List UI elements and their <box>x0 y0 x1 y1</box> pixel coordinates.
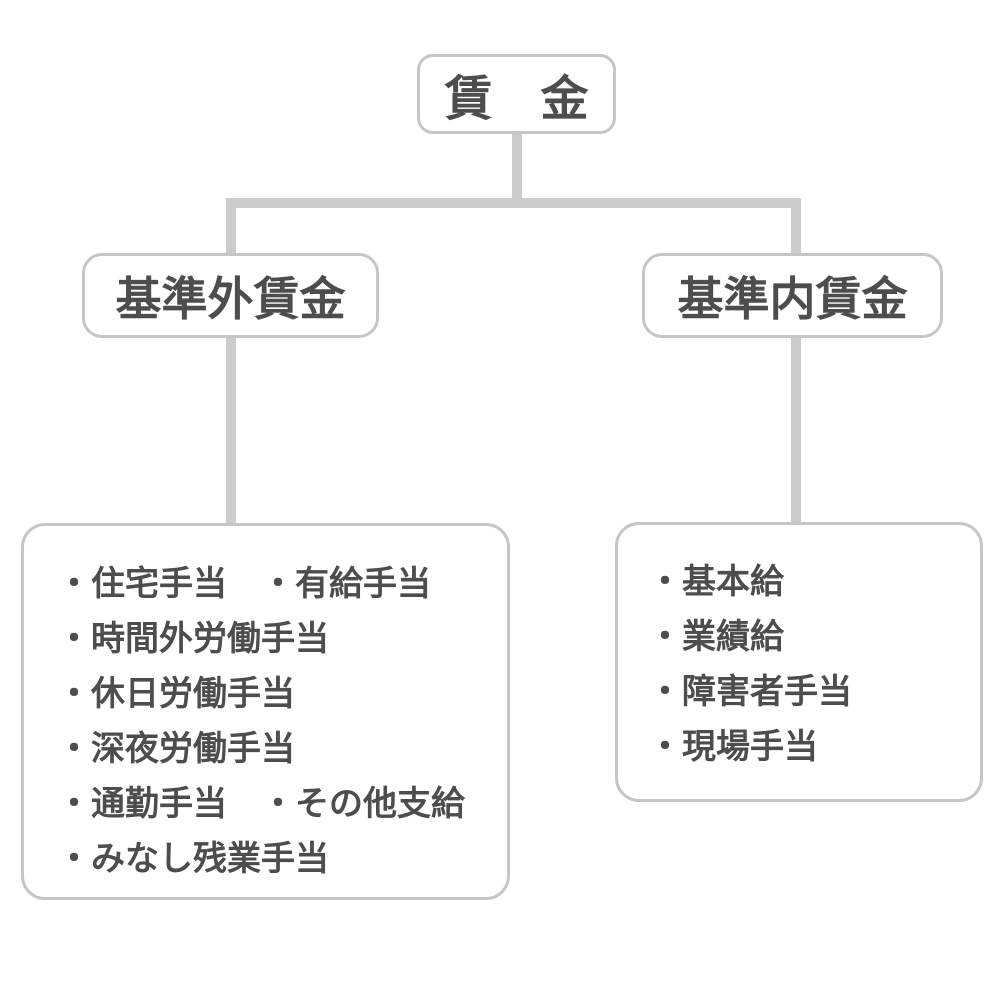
list-item: ・時間外労働手当 <box>57 620 329 658</box>
list-item: ・基本給 <box>648 563 784 601</box>
connector-horizontal-bar <box>226 198 801 208</box>
list-item: ・通勤手当 ・その他支給 <box>57 785 465 823</box>
node-leaf-standard-wage-items: ・基本給・業績給・障害者手当・現場手当 <box>615 522 983 802</box>
connector-left-branch-lower <box>226 334 236 526</box>
nonstandard-wage-item-list: ・住宅手当 ・有給手当・時間外労働手当・休日労働手当・深夜労働手当・通勤手当 ・… <box>24 526 507 887</box>
connector-left-branch-upper <box>226 203 236 257</box>
list-item: ・深夜労働手当 <box>57 730 295 768</box>
list-item: ・みなし残業手当 <box>57 840 329 878</box>
connector-right-branch-lower <box>791 334 801 525</box>
list-item: ・現場手当 <box>648 728 818 766</box>
node-branch-nonstandard-wage-label: 基準外賃金 <box>115 272 346 325</box>
node-branch-standard-wage-label: 基準内賃金 <box>677 272 908 325</box>
list-item: ・障害者手当 <box>648 673 852 711</box>
standard-wage-item-list: ・基本給・業績給・障害者手当・現場手当 <box>618 525 980 775</box>
node-root-wage-label: 賃 金 <box>444 73 589 126</box>
connector-root-stem <box>512 132 522 203</box>
list-item: ・業績給 <box>648 618 784 656</box>
connector-right-branch-upper <box>791 203 801 257</box>
node-branch-standard-wage: 基準内賃金 <box>642 253 943 338</box>
node-root-wage: 賃 金 <box>417 54 616 134</box>
node-branch-nonstandard-wage: 基準外賃金 <box>82 253 379 338</box>
list-item: ・住宅手当 ・有給手当 <box>57 565 431 603</box>
node-leaf-nonstandard-wage-items: ・住宅手当 ・有給手当・時間外労働手当・休日労働手当・深夜労働手当・通勤手当 ・… <box>21 523 510 900</box>
list-item: ・休日労働手当 <box>57 675 295 713</box>
